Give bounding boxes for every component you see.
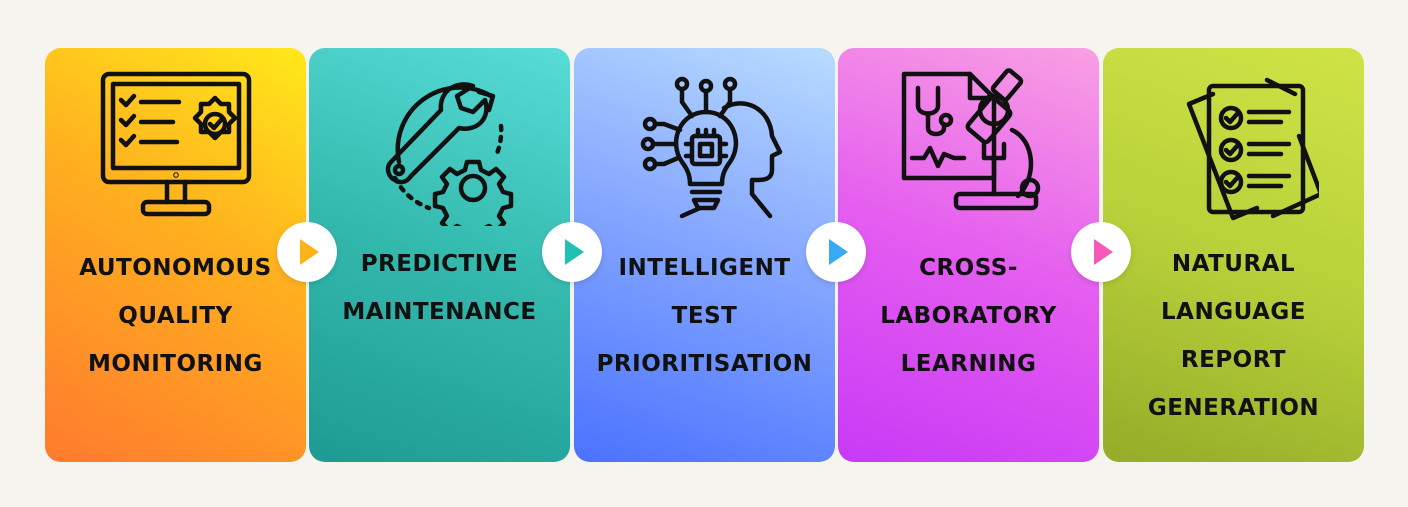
step-label: INTELLIGENT TEST PRIORITISATION xyxy=(596,255,813,377)
step-card-cross-laboratory-learning: CROSS- LABORATORY LEARNING xyxy=(838,48,1099,462)
step-label: NATURAL LANGUAGE REPORT GENERATION xyxy=(1147,251,1320,421)
play-arrow-icon xyxy=(829,239,848,265)
ai-lightbulb-head-icon xyxy=(620,66,790,226)
step-label: PREDICTIVE MAINTENANCE xyxy=(342,251,537,325)
play-arrow-icon xyxy=(1094,239,1113,265)
step-card-predictive-maintenance: PREDICTIVE MAINTENANCE xyxy=(309,48,570,462)
step-card-autonomous-quality-monitoring: AUTONOMOUS QUALITY MONITORING xyxy=(45,48,306,462)
monitor-checklist-badge-icon xyxy=(91,66,261,226)
play-arrow-icon xyxy=(300,239,319,265)
step-label: CROSS- LABORATORY LEARNING xyxy=(880,255,1057,377)
connector-arrow-1 xyxy=(277,222,337,282)
checklist-documents-icon xyxy=(1149,66,1319,226)
connector-arrow-3 xyxy=(806,222,866,282)
step-card-intelligent-test-prioritisation: INTELLIGENT TEST PRIORITISATION xyxy=(574,48,835,462)
step-card-natural-language-report-generation: NATURAL LANGUAGE REPORT GENERATION xyxy=(1103,48,1364,462)
step-label: AUTONOMOUS QUALITY MONITORING xyxy=(79,255,272,377)
wrench-gear-cycle-icon xyxy=(355,66,525,226)
connector-arrow-2 xyxy=(542,222,602,282)
play-arrow-icon xyxy=(565,239,584,265)
lab-report-microscope-icon xyxy=(884,66,1054,226)
connector-arrow-4 xyxy=(1071,222,1131,282)
